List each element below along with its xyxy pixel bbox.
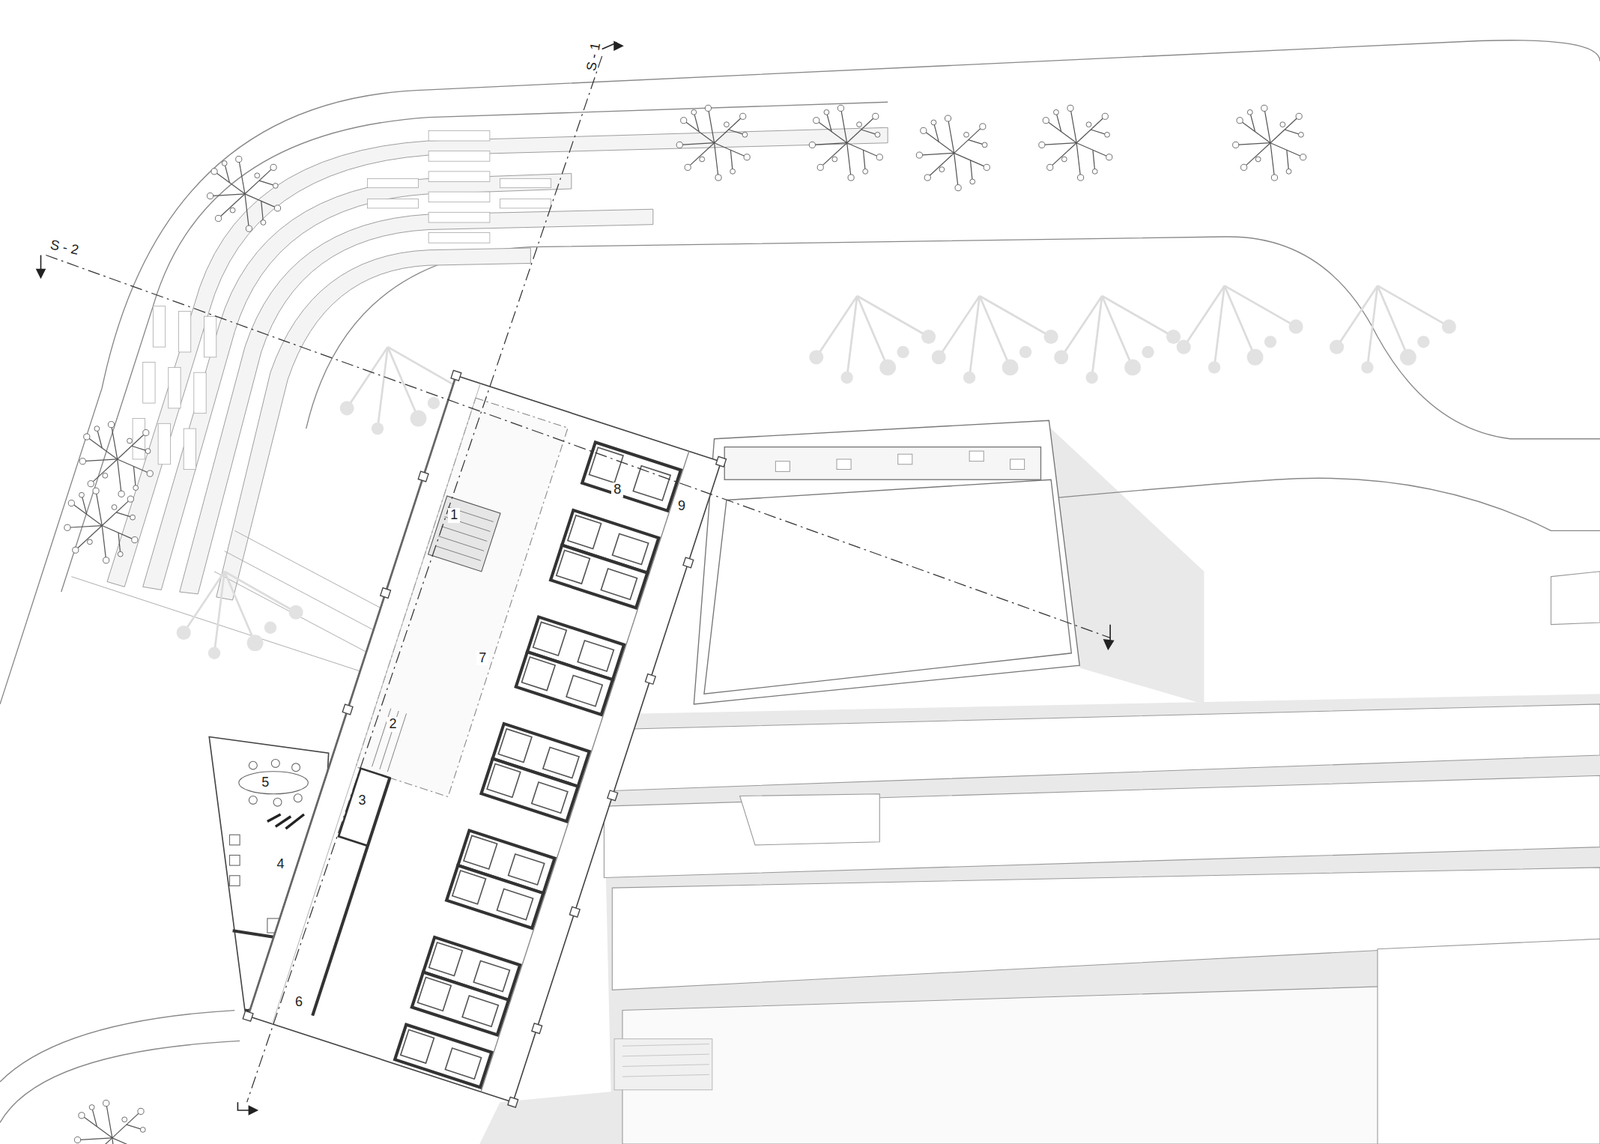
room-number: 6 bbox=[292, 994, 305, 1010]
section-marker: S - 2 bbox=[46, 237, 82, 260]
room-number: 4 bbox=[274, 856, 287, 872]
room-number: 3 bbox=[356, 793, 369, 809]
room-number: 2 bbox=[386, 716, 399, 732]
room-number: 1 bbox=[447, 507, 460, 523]
room-number: 8 bbox=[611, 482, 624, 498]
room-number: 5 bbox=[259, 775, 272, 791]
room-number: 9 bbox=[675, 498, 688, 514]
section-marker: S - 1 bbox=[583, 39, 604, 75]
room-number: 7 bbox=[476, 650, 489, 666]
